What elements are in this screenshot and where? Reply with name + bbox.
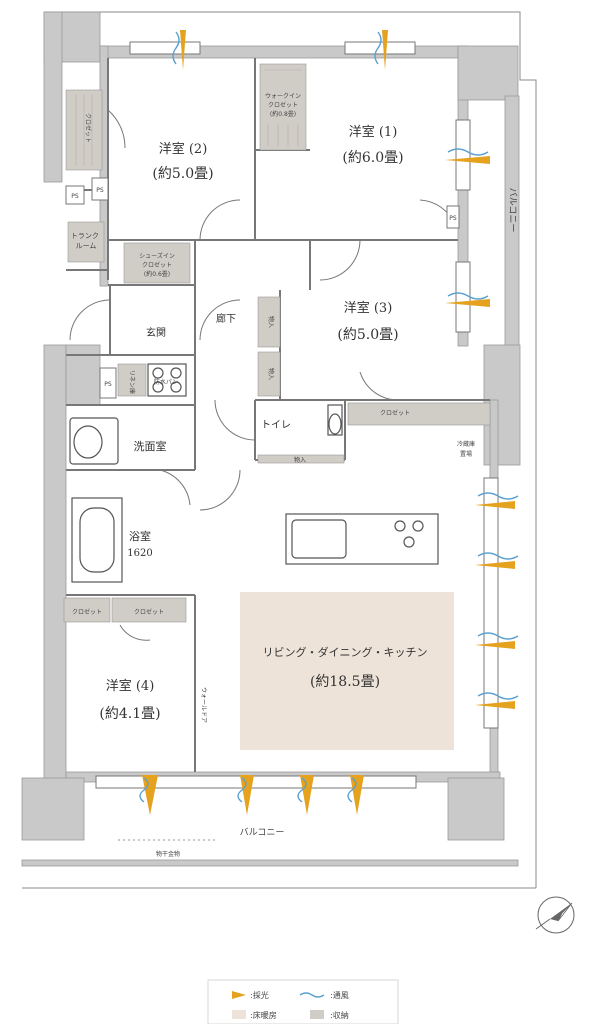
room-name-corridor: 廊下 bbox=[216, 312, 236, 325]
fridge-line-1: 冷蔵庫 bbox=[457, 440, 475, 448]
room-size-western-1: (約6.0畳) bbox=[342, 150, 403, 166]
legend-sunlight-label: :採光 bbox=[250, 990, 269, 1000]
fridge-line-2: 置場 bbox=[460, 450, 472, 458]
closet-label-w4-b: クロゼット bbox=[134, 608, 164, 616]
north-arrow-icon bbox=[535, 896, 575, 934]
legend-sunlight-icon bbox=[232, 991, 246, 999]
room-name-toilet: トイレ bbox=[261, 420, 291, 431]
ps-label-1: PS bbox=[71, 193, 79, 200]
waterproof-pan-label: 防水パン bbox=[154, 378, 178, 386]
closet-label-w4-a: クロゼット bbox=[72, 608, 102, 616]
legend-wind-label: :通風 bbox=[330, 990, 349, 1000]
storage-hatching bbox=[75, 69, 302, 166]
storage-hall-1-label: 物入 bbox=[267, 316, 275, 328]
balcony-bottom-label: バルコニー bbox=[240, 827, 285, 838]
walkin-line-2: クロゼット bbox=[268, 101, 298, 109]
legend-floor-heating-swatch bbox=[232, 1010, 246, 1019]
storage-hall-2-label: 物入 bbox=[267, 368, 275, 380]
interior-walls bbox=[66, 58, 490, 772]
storage-blocks bbox=[63, 63, 491, 623]
trunk-line-2: ルーム bbox=[76, 242, 97, 250]
wall-door-label: ウォールドア bbox=[200, 687, 208, 723]
room-size-western-3: (約5.0畳) bbox=[337, 327, 398, 343]
bathroom-fixtures bbox=[69, 363, 343, 583]
room-name-western-4: 洋室 (4) bbox=[106, 678, 155, 694]
ps-label-4: PS bbox=[104, 381, 112, 388]
room-name-western-2: 洋室 (2) bbox=[159, 141, 208, 157]
trunk-line-1: トランク bbox=[71, 232, 99, 240]
room-size-western-2: (約5.0畳) bbox=[152, 166, 213, 182]
drying-hardware-label: 物干金物 bbox=[156, 850, 180, 858]
room-size-western-4: (約4.1畳) bbox=[99, 706, 160, 722]
kitchen-counter bbox=[285, 513, 439, 565]
shoes-line-3: (約0.6畳) bbox=[144, 270, 170, 278]
walkin-line-1: ウォークイン bbox=[265, 92, 301, 100]
legend-storage-label: :収納 bbox=[330, 1010, 349, 1020]
window-markers bbox=[95, 41, 499, 789]
closet-label-w2: クロゼット bbox=[84, 113, 92, 143]
room-name-entrance: 玄関 bbox=[146, 326, 166, 339]
storage-toilet-label: 物入 bbox=[294, 456, 306, 464]
shoes-line-1: シューズイン bbox=[139, 252, 175, 260]
closet-label-toilet: クロゼット bbox=[380, 409, 410, 417]
legend: :採光 :通風 :床暖房 :収納 bbox=[207, 979, 399, 1024]
legend-wind-icon bbox=[299, 992, 325, 998]
sunlight-icons bbox=[142, 30, 515, 815]
room-size-ldk: (約18.5畳) bbox=[310, 674, 380, 690]
room-name-trunk-room: トランク ルーム bbox=[71, 232, 101, 250]
balcony-right-label: バルコニー bbox=[507, 188, 518, 233]
site-boundary bbox=[22, 11, 537, 889]
shoes-line-2: クロゼット bbox=[142, 261, 172, 269]
wind-icons bbox=[139, 31, 519, 803]
room-name-western-1: 洋室 (1) bbox=[349, 124, 398, 140]
room-name-ldk: リビング・ダイニング・キッチン bbox=[263, 645, 428, 659]
legend-storage-swatch bbox=[310, 1010, 324, 1019]
ps-label-3: PS bbox=[449, 215, 457, 222]
floor-heating-area bbox=[240, 592, 454, 750]
walkin-line-3: (約0.8畳) bbox=[270, 110, 296, 118]
ps-label-2: PS bbox=[96, 187, 104, 194]
ps-boxes bbox=[65, 177, 460, 399]
room-name-washroom: 洗面室 bbox=[134, 439, 167, 453]
legend-floor-heating-label: :床暖房 bbox=[250, 1010, 277, 1020]
room-size-bath: 1620 bbox=[127, 548, 152, 559]
room-name-bath: 浴室 bbox=[129, 529, 151, 543]
linen-label: リネン庫 bbox=[128, 370, 136, 394]
room-name-western-3: 洋室 (3) bbox=[344, 300, 393, 316]
